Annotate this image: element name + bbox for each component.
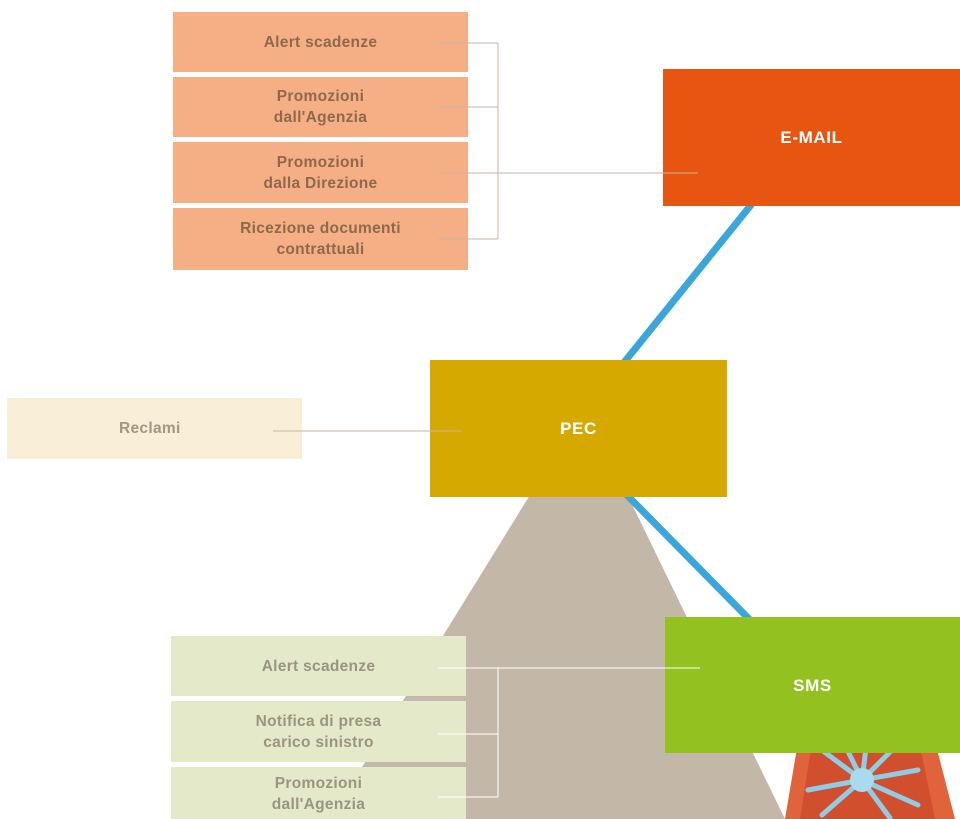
- pec-item-reclami: Reclami: [7, 398, 302, 459]
- pec-hub: PEC: [430, 360, 727, 497]
- email-item-alert-scadenze: Alert scadenze: [173, 12, 468, 72]
- email-item-ricezione-documenti: Ricezione documenti contrattuali: [173, 208, 468, 270]
- email-item-promozioni-direzione: Promozioni dalla Direzione: [173, 142, 468, 203]
- email-item-label: Promozioni dall'Agenzia: [273, 88, 368, 126]
- flower-graphic: [785, 722, 955, 819]
- sms-hub-label: SMS: [793, 675, 832, 695]
- sms-item-label: Alert scadenze: [261, 657, 376, 675]
- pec-item-label: Reclami: [119, 420, 181, 437]
- connector-pec-sms: [619, 487, 755, 625]
- pec-hub-label: PEC: [560, 419, 597, 438]
- sms-item-label: Notifica di presa carico sinistro: [255, 712, 382, 751]
- sms-hub: SMS: [665, 617, 960, 753]
- sms-item-label: Promozioni dall'Agenzia: [271, 775, 366, 813]
- email-item-promozioni-agenzia: Promozioni dall'Agenzia: [173, 77, 468, 137]
- email-item-label: Ricezione documenti contrattuali: [240, 220, 401, 258]
- email-item-label: Promozioni dalla Direzione: [263, 153, 378, 192]
- sms-item-notifica-sinistro: Notifica di presa carico sinistro: [171, 701, 466, 762]
- connector-email-pec: [619, 197, 758, 368]
- email-hub-label: E-MAIL: [780, 128, 843, 147]
- sms-item-promozioni-agenzia: Promozioni dall'Agenzia: [171, 767, 466, 819]
- email-hub: E-MAIL: [663, 69, 960, 206]
- sms-item-alert-scadenze: Alert scadenze: [171, 636, 466, 696]
- email-item-label: Alert scadenze: [263, 33, 378, 51]
